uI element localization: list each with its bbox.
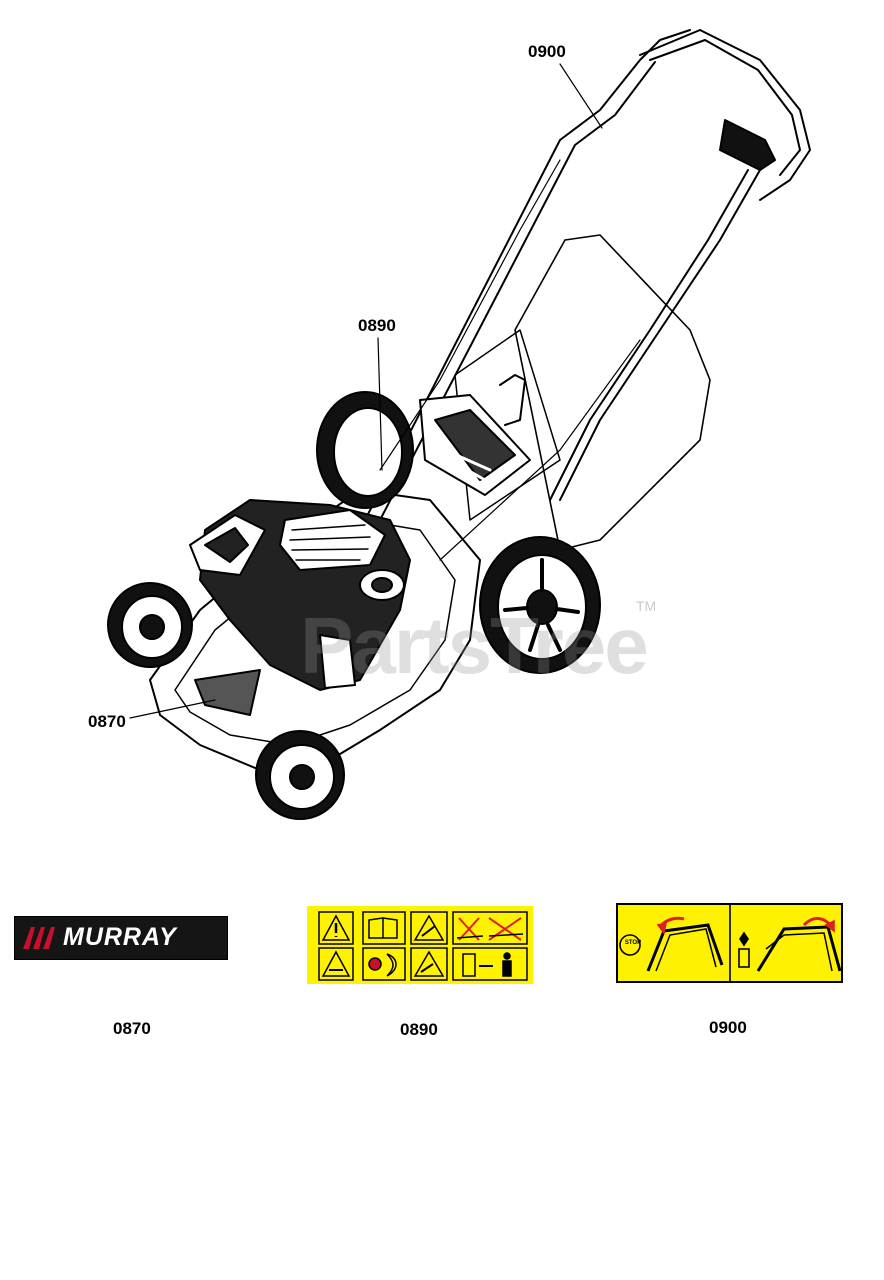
wheel-rear-right: [479, 536, 601, 674]
callout-0870: 0870: [88, 712, 126, 731]
callout-0890: 0890: [358, 316, 396, 335]
mower-illustration: [107, 29, 811, 820]
warning-symbols-grid: [318, 911, 528, 981]
watermark: PartsTree: [300, 601, 649, 690]
wheel-front-right: [255, 730, 345, 820]
handle-right: [559, 169, 761, 501]
handle-right-inner: [549, 169, 749, 501]
callout-0900: 0900: [528, 42, 566, 61]
handle-upper: [639, 29, 811, 201]
grass-bag: [514, 234, 711, 551]
stop-handle-diagram: [619, 905, 841, 981]
caption-0900: 0900: [709, 1018, 747, 1037]
wheel-rear-left: [316, 391, 414, 509]
handle-upper-inner: [649, 39, 801, 176]
caption-0890: 0890: [400, 1020, 438, 1039]
decal-stop-handle: STOP: [616, 903, 843, 983]
handle-left: [364, 29, 691, 521]
handle-left-inner: [379, 61, 656, 521]
wheel-front-left: [107, 582, 193, 668]
leader-0900: [559, 63, 603, 129]
murray-emblem-icon: [23, 927, 55, 949]
murray-wordmark: MURRAY: [63, 923, 177, 951]
caption-0870: 0870: [113, 1019, 151, 1038]
leader-0870: [129, 699, 216, 719]
watermark-tm: TM: [636, 598, 657, 614]
decal-warning-symbols: [307, 906, 533, 984]
leader-0890: [377, 337, 383, 471]
decal-murray-logo: MURRAY: [14, 916, 228, 960]
stop-label: STOP: [624, 940, 642, 946]
